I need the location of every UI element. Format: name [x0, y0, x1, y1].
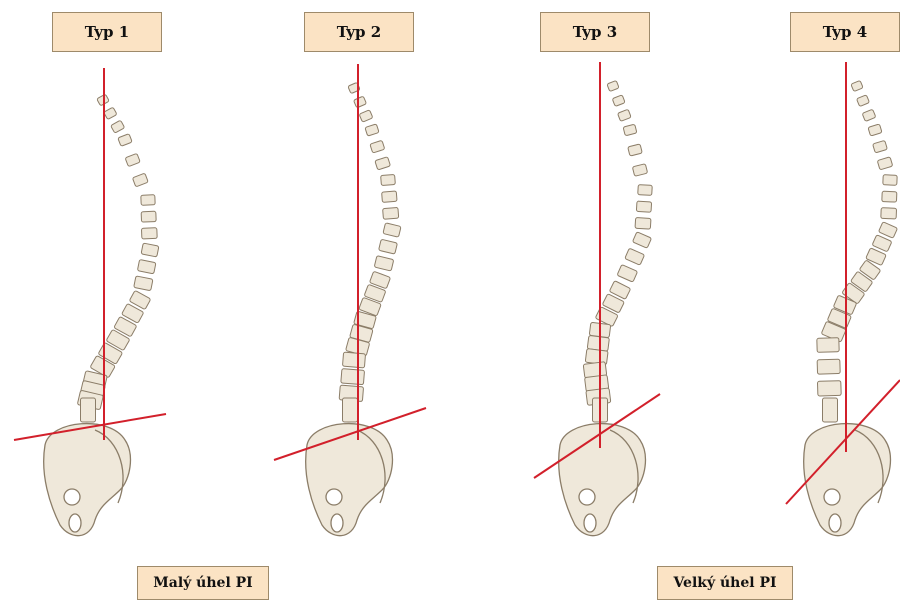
vertebra [628, 144, 643, 156]
vertebra [141, 243, 159, 257]
vertebra [882, 191, 897, 202]
obturator-foramen [69, 514, 81, 532]
vertebra [375, 157, 391, 170]
vertebra [635, 218, 651, 230]
vertebra [817, 338, 839, 353]
femoral-head [326, 489, 342, 505]
spine-1 [44, 94, 159, 536]
vertebra [383, 207, 399, 219]
ilium [804, 424, 891, 536]
obturator-foramen [829, 514, 841, 532]
vertebra [607, 80, 619, 91]
vertebra [881, 208, 897, 219]
vertebra [381, 174, 396, 185]
vertebra [137, 259, 156, 273]
vertebra [141, 211, 156, 222]
vertebra [862, 109, 876, 121]
vertebra [118, 134, 132, 147]
vertebra [617, 109, 631, 121]
vertebra [856, 95, 869, 107]
vertebra [632, 232, 651, 249]
vertebra [125, 153, 140, 166]
femoral-head [824, 489, 840, 505]
vertebra [370, 140, 385, 153]
pelvis-3 [559, 424, 646, 536]
obturator-foramen [331, 514, 343, 532]
vertebra [374, 256, 394, 271]
vertebra [878, 222, 897, 239]
vertebra [134, 276, 153, 291]
vertebra [632, 164, 647, 177]
vertebra [81, 398, 96, 422]
vertebra [141, 228, 157, 239]
vertebra [341, 369, 365, 385]
vertebra [359, 110, 373, 122]
vertebra [342, 352, 365, 368]
spine-4 [804, 80, 898, 535]
vertebra [623, 124, 637, 136]
vertebra [823, 398, 838, 422]
vertebra [379, 239, 398, 254]
pelvis-4 [804, 424, 891, 536]
vertebra [625, 248, 645, 265]
vertebra [612, 95, 625, 107]
femoral-head [64, 489, 80, 505]
vertebra [883, 175, 897, 186]
spine-figures [44, 80, 898, 535]
vertebra [638, 185, 653, 196]
vertebra [817, 381, 841, 396]
vertebra [383, 223, 401, 237]
vertebra [382, 191, 397, 202]
vertebra [873, 140, 888, 153]
vertebra [817, 359, 840, 374]
vertebra [617, 265, 638, 283]
ilium [44, 424, 131, 536]
vertebra [343, 398, 358, 422]
spine-3 [559, 80, 653, 535]
vertebra [132, 173, 148, 187]
small-pi-caption: Malý úhel PI [137, 566, 269, 600]
vertebra [353, 96, 366, 108]
vertebra [104, 107, 117, 119]
pelvis-1 [44, 424, 131, 536]
obturator-foramen [584, 514, 596, 532]
vertebra [636, 201, 651, 212]
vertebra [868, 124, 882, 136]
large-pi-caption: Velký úhel PI [657, 566, 793, 600]
vertebra [111, 120, 125, 133]
pelvis-2 [306, 424, 393, 536]
spine-2 [306, 82, 401, 535]
ilium [559, 424, 646, 536]
ilium [306, 424, 393, 536]
vertebra [877, 157, 893, 170]
vertebra [141, 195, 155, 206]
vertebra [365, 124, 379, 136]
femoral-head [579, 489, 595, 505]
vertebra [851, 80, 863, 91]
